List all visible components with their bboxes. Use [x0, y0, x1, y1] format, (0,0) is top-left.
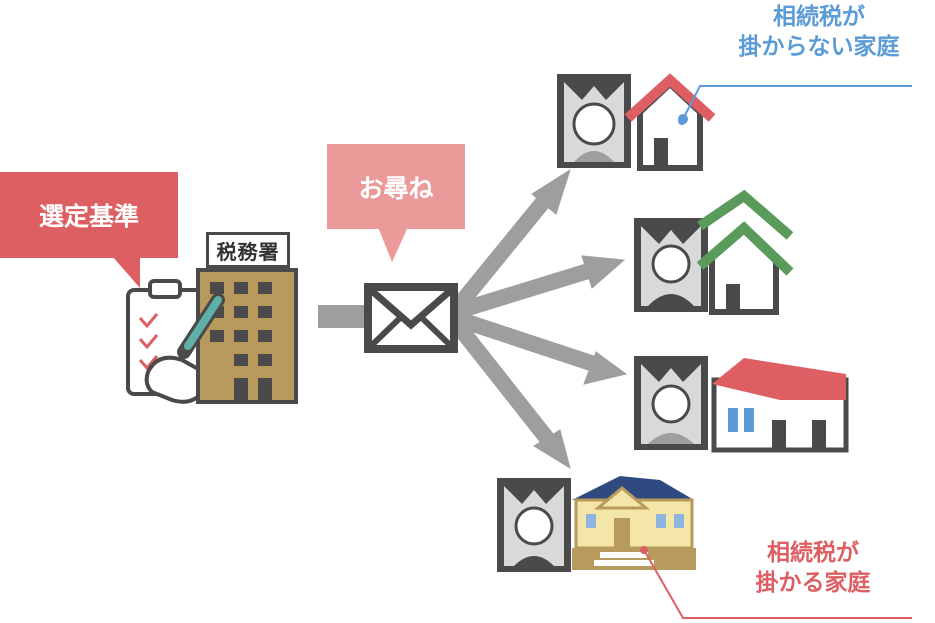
portrait-icon	[557, 74, 631, 168]
pen-icon	[177, 293, 225, 359]
portrait-icon	[634, 218, 708, 312]
portrait-icon	[497, 478, 571, 572]
selection-criteria-callout: 選定基準	[0, 172, 178, 258]
tax-line-2: 掛かる家庭	[755, 570, 871, 596]
house-icon	[696, 189, 794, 315]
arrow-to-family-2	[452, 260, 601, 320]
arrow-to-family-4	[448, 317, 560, 451]
criteria-callout-tail	[112, 256, 140, 288]
house-icon	[711, 358, 849, 453]
portrait-icon	[634, 356, 708, 450]
no-tax-leader	[678, 85, 912, 125]
inquiry-callout: お尋ね	[327, 144, 465, 229]
arrows	[448, 168, 628, 470]
no-tax-line-1: 相続税が	[773, 4, 865, 30]
tax-line-1: 相続税が	[767, 540, 859, 566]
connector-bar	[318, 305, 370, 328]
inheritance-tax-label: 相続税が 掛かる家庭	[718, 538, 908, 598]
house-icon	[624, 73, 716, 171]
building-icon	[196, 268, 298, 404]
tax-office-sign: 税務署	[206, 232, 290, 268]
mansion-icon	[572, 476, 696, 570]
no-tax-line-2: 掛からない家庭	[738, 34, 900, 60]
no-inheritance-tax-label: 相続税が 掛からない家庭	[704, 2, 934, 62]
tax-leader	[640, 546, 912, 619]
inquiry-callout-tail	[378, 227, 408, 262]
envelope-icon	[364, 283, 458, 353]
arrow-to-family-1	[448, 190, 555, 316]
arrow-to-family-3	[452, 310, 603, 374]
